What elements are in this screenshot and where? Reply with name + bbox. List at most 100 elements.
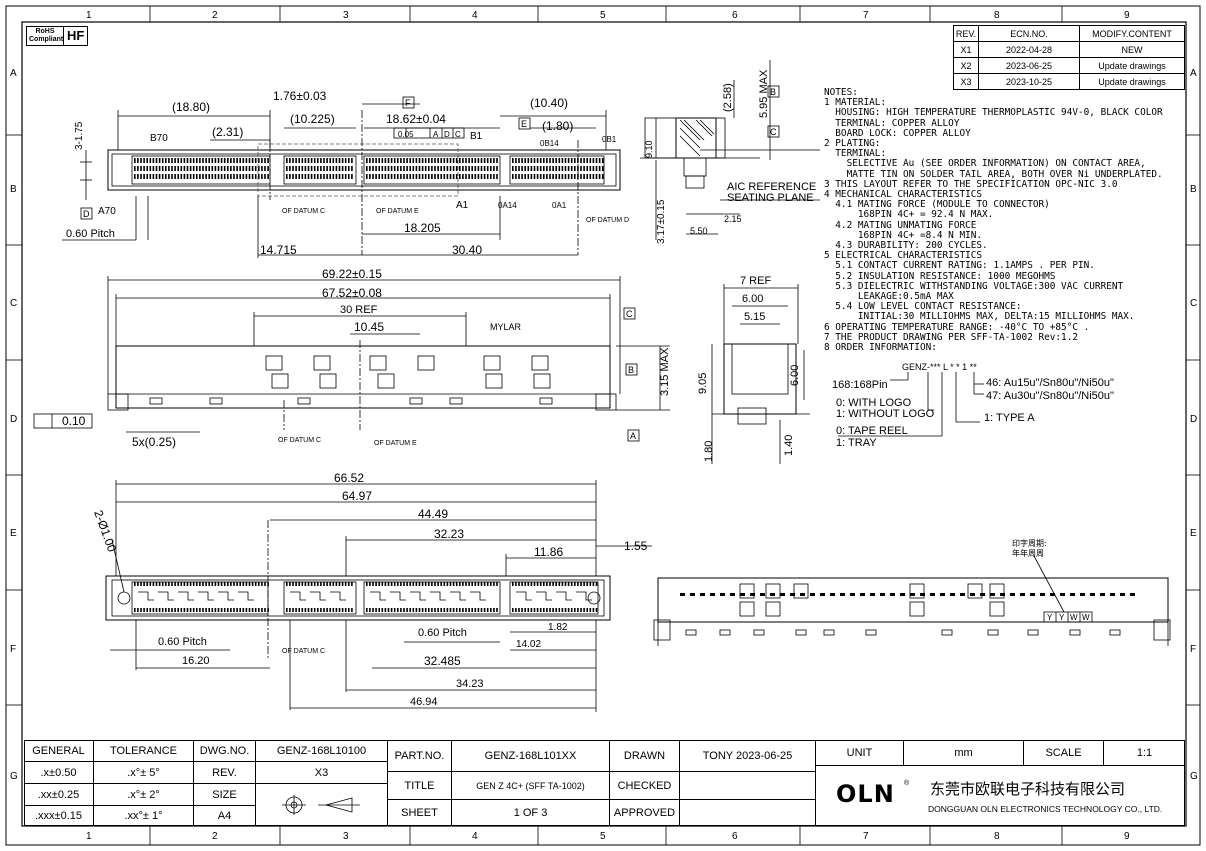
- solder-tail: [577, 608, 579, 612]
- contact-pin: [601, 166, 604, 171]
- note-line: 3 THIS LAYOUT REFER TO THE SPECIFICATION…: [824, 178, 1118, 190]
- solder-tail: [592, 608, 595, 612]
- latch-slot: [865, 629, 877, 636]
- contact-pin: [455, 174, 458, 179]
- solder-tail: [567, 608, 570, 612]
- contact-slot: [1110, 593, 1115, 596]
- contact-pin: [143, 166, 145, 171]
- solder-tail: [177, 608, 179, 612]
- solder-tail: [406, 608, 408, 612]
- solder-tail: [415, 582, 418, 586]
- solder-tail: [393, 582, 396, 586]
- solder-tail: [245, 582, 248, 586]
- contact-pin: [601, 158, 604, 163]
- contact-slot: [750, 593, 755, 596]
- registered-mark-icon: ®: [904, 780, 910, 787]
- contact-pin: [183, 174, 186, 179]
- contact-pin: [381, 158, 384, 163]
- solder-tail: [530, 608, 533, 612]
- solder-tail: [567, 582, 570, 586]
- contact-pin: [536, 166, 539, 171]
- contact-slot: [1040, 593, 1045, 596]
- solder-tail: [449, 608, 452, 612]
- solder-tail: [134, 608, 136, 612]
- solder-tail: [381, 582, 384, 586]
- solder-tail: [443, 608, 446, 612]
- contact-pin: [589, 166, 592, 171]
- contact-pin: [449, 166, 452, 171]
- solder-tail: [192, 582, 195, 586]
- solder-tail: [348, 608, 350, 612]
- contact-pin: [251, 174, 254, 179]
- solder-tail: [465, 582, 467, 586]
- contact-pin: [177, 158, 179, 163]
- contact-pin: [580, 158, 582, 163]
- contact-pin: [387, 158, 390, 163]
- latch-slot: [987, 629, 999, 636]
- tolerance-datum: A: [433, 130, 439, 139]
- contact-pin: [202, 158, 204, 163]
- contact-pin: [286, 158, 288, 163]
- solder-tail: [323, 608, 325, 612]
- scale-value: 1:1: [1104, 740, 1185, 766]
- contact-pin: [149, 174, 152, 179]
- contact-pin: [555, 158, 557, 163]
- contact-pin: [564, 166, 567, 171]
- dim-label: 32.485: [424, 654, 461, 668]
- contact-pin: [378, 158, 380, 163]
- bottom-view-labels: 66.52 64.97 44.49 32.23 11.86 1.55 2-Ø1.…: [91, 471, 648, 708]
- contact-pin: [577, 174, 579, 179]
- contact-pin: [223, 174, 226, 179]
- contact-pin: [295, 174, 297, 179]
- contact-pin: [152, 174, 155, 179]
- solder-tail: [431, 582, 433, 586]
- contact-pin: [335, 158, 338, 163]
- contact-pin: [140, 158, 142, 163]
- solder-tail: [171, 582, 173, 586]
- contact-slot: [730, 593, 735, 596]
- solder-tail: [366, 608, 368, 612]
- solder-tail: [171, 608, 173, 612]
- contact-pin: [236, 158, 238, 163]
- contact-pin: [183, 166, 186, 171]
- contact-pin: [369, 174, 371, 179]
- solder-tail: [202, 608, 204, 612]
- contact-pin: [223, 166, 226, 171]
- housing-window: [989, 583, 1005, 599]
- contact-pin: [298, 166, 300, 171]
- contact-pin: [543, 174, 545, 179]
- note-line: HOUSING: HIGH TEMPERATURE THERMOPLASTIC …: [824, 107, 1163, 119]
- contact-slot: [790, 593, 795, 596]
- contact-pin: [595, 166, 598, 171]
- solder-tail: [220, 582, 223, 586]
- contact-pin: [480, 174, 483, 179]
- solder-tail: [586, 582, 588, 586]
- solder-tail: [543, 608, 545, 612]
- solder-tail: [351, 608, 353, 612]
- contact-pin: [289, 166, 291, 171]
- solder-tail: [465, 608, 467, 612]
- contact-pin: [567, 174, 570, 179]
- contact-pin: [434, 166, 436, 171]
- solder-tail: [202, 582, 204, 586]
- solder-tail: [292, 608, 294, 612]
- housing-window: [271, 373, 289, 389]
- contact-pin: [236, 174, 238, 179]
- solder-tail: [468, 608, 470, 612]
- contact-pin: [446, 158, 449, 163]
- solder-tail: [564, 582, 567, 586]
- contact-slot: [860, 593, 865, 596]
- solder-tail: [304, 608, 307, 612]
- contact-pin: [158, 158, 161, 163]
- tail-trace: [556, 591, 572, 601]
- solder-tail: [208, 608, 210, 612]
- contact-slot: [690, 593, 695, 596]
- contact-pin: [264, 166, 266, 171]
- dim-label: (10.40): [530, 96, 568, 110]
- solder-tail: [431, 608, 433, 612]
- solder-tail: [211, 608, 214, 612]
- solder-tail: [301, 608, 304, 612]
- latch-slot: [941, 629, 953, 636]
- contact-pin: [468, 158, 470, 163]
- contact-slot: [920, 593, 925, 596]
